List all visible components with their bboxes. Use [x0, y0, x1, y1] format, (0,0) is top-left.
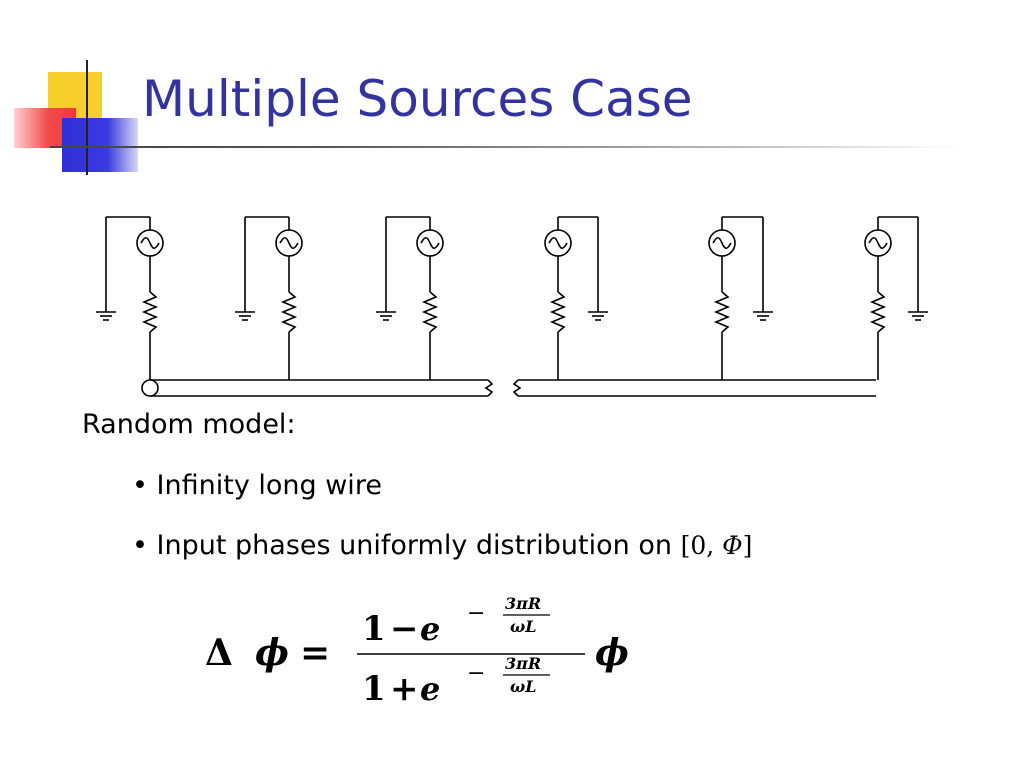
decor-vertical-line	[86, 60, 88, 175]
denominator-e: e	[420, 670, 440, 708]
denominator-plus: +	[390, 669, 419, 708]
branch-2	[235, 216, 303, 380]
numerator-exp-minus: −	[467, 601, 485, 626]
bullet-marker: •	[132, 530, 148, 561]
bullet-text: Input phases uniformly distribution on	[156, 530, 672, 561]
numerator-exp-den: ωL	[510, 617, 536, 636]
numerator-minus: −	[390, 609, 419, 649]
numerator-one: 1	[362, 609, 386, 649]
wire-end-cap	[141, 379, 159, 397]
random-model-label: Random model:	[82, 409, 296, 440]
denominator-exp-num: 3πR	[505, 654, 541, 673]
title-underline	[50, 146, 960, 148]
formula-equals: =	[300, 632, 330, 674]
wire-break-right	[512, 379, 522, 397]
decor-blue-square	[62, 118, 138, 172]
denominator-one: 1	[362, 669, 386, 708]
resistor-3	[421, 291, 439, 333]
bullet-text: Infinity long wire	[156, 470, 382, 501]
resistor-2	[280, 291, 298, 333]
formula-rhs-phi: ϕ	[595, 632, 629, 674]
resistor-6	[869, 291, 887, 333]
branch-6	[864, 216, 928, 380]
formula-delta: Δ	[205, 632, 233, 674]
bullet-item-1: • Infinity long wire	[132, 470, 382, 501]
slide-title: Multiple Sources Case	[142, 70, 693, 128]
phi-symbol: Φ	[722, 531, 743, 560]
bullet-item-2: • Input phases uniformly distribution on…	[132, 530, 752, 561]
resistor-1	[141, 291, 159, 333]
resistor-5	[713, 291, 731, 333]
phase-interval: [0, Φ]	[680, 531, 753, 560]
branch-5	[708, 216, 773, 380]
bullet-marker: •	[132, 470, 148, 501]
numerator-e: e	[420, 610, 440, 648]
branch-1	[96, 216, 164, 380]
formula-phi: ϕ	[255, 632, 289, 674]
denominator-exp-den: ωL	[510, 677, 536, 696]
branch-4	[544, 216, 608, 380]
denominator-exp-minus: −	[467, 661, 485, 686]
wire-break-left	[484, 379, 494, 397]
branch-3	[376, 216, 444, 380]
resistor-4	[549, 291, 567, 333]
phase-difference-formula: Δ ϕ = 1 − e − 3πR ωL 1 + e − 3πR ωL ϕ	[205, 594, 629, 708]
numerator-exp-num: 3πR	[505, 594, 541, 613]
